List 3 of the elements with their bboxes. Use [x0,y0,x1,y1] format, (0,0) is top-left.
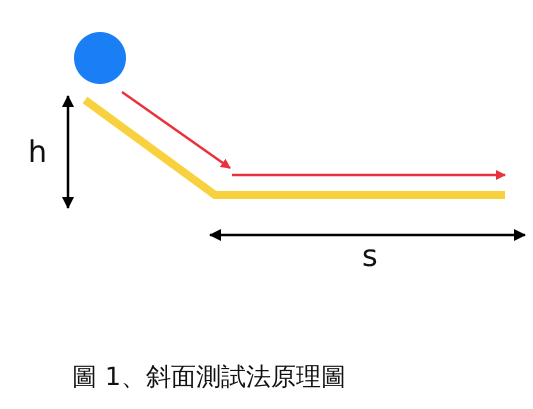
distance-label: s [362,242,378,272]
figure-caption: 圖 1、斜面測試法原理圖 [72,364,346,389]
height-label: h [28,138,48,168]
